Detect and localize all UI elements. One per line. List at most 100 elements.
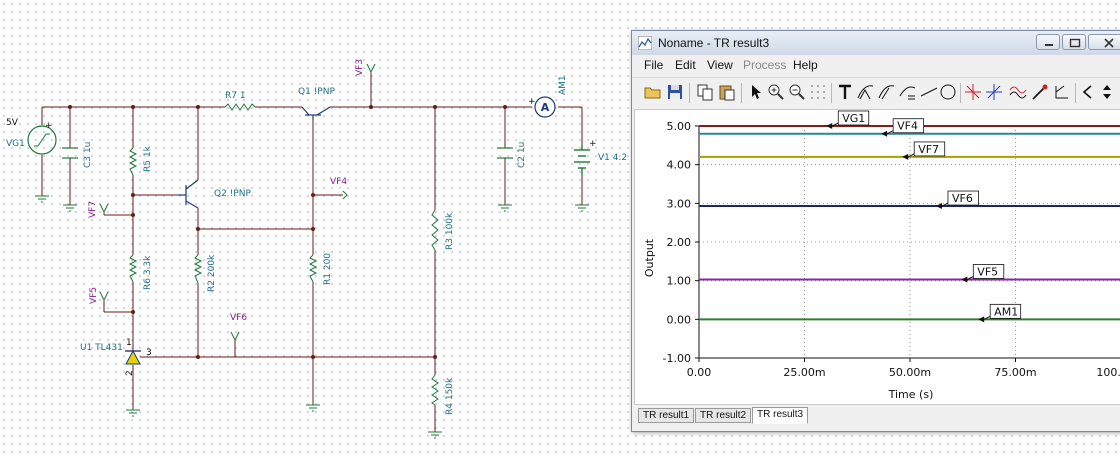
marker-icon [1032, 84, 1048, 100]
curve-tool-button[interactable] [856, 82, 876, 102]
tab-tr-result1[interactable]: TR result1 [638, 408, 695, 423]
paste-icon [719, 85, 735, 101]
tr-result-window[interactable]: Noname - TR result3 File Edit View Proce… [631, 30, 1120, 432]
zoom-in-button[interactable] [766, 82, 786, 102]
paste-button[interactable] [717, 82, 737, 102]
angle-button[interactable] [1052, 82, 1072, 102]
x-tick-label: 0.00 [687, 366, 712, 379]
curve-label-vf7[interactable]: VF7 [902, 141, 946, 160]
chart-grid [698, 125, 1120, 359]
curve-label-vf4[interactable]: VF4 [881, 118, 925, 137]
q1-label: Q1 !PNP [298, 87, 335, 97]
cursor-b-button[interactable] [984, 82, 1004, 102]
curve-label-am1[interactable]: AM1 [978, 303, 1022, 323]
line-tool-icon [920, 87, 938, 97]
toolbar-separator [1075, 83, 1076, 103]
y-tick-label: 2.00 [667, 236, 692, 249]
curve-label-text: VF5 [977, 266, 998, 279]
zoom-in-icon [768, 84, 784, 100]
pointer-icon [752, 85, 761, 99]
grid-button[interactable] [808, 82, 828, 102]
marker-button[interactable] [1030, 82, 1050, 102]
q2-label: Q2 !PNP [214, 189, 251, 199]
save-button[interactable] [665, 82, 685, 102]
minimize-button[interactable] [1036, 34, 1060, 50]
window-titlebar[interactable]: Noname - TR result3 [632, 31, 1120, 56]
curve-label-text: VF6 [952, 192, 973, 205]
c2-label: C2 1u [517, 142, 527, 168]
x-tick-label: 100.00m [1096, 366, 1120, 379]
am1-plus-sign: + [528, 97, 536, 107]
am1-label: AM1 [558, 75, 568, 95]
curve-tool-3-button[interactable] [898, 82, 918, 102]
v1-label: V1 4.2 [598, 153, 627, 163]
menu-edit[interactable]: Edit [675, 58, 696, 72]
x-tick-label: 75.00m [994, 366, 1036, 379]
u1-label: U1 TL431 [80, 343, 123, 353]
transistor-q1 [301, 106, 331, 120]
grid-icon [811, 85, 825, 99]
menu-process[interactable]: Process [743, 58, 787, 72]
copy-icon [697, 84, 713, 101]
curve-label-text: VG1 [842, 112, 865, 125]
y-tick-label: 1.00 [667, 275, 692, 288]
r5-resistor [128, 147, 138, 176]
vg1-plus-sign: + [45, 121, 53, 131]
menu-file[interactable]: File [644, 58, 664, 72]
waveform-button[interactable] [1008, 82, 1028, 102]
r2-resistor [193, 254, 203, 284]
zoom-out-button[interactable] [787, 82, 807, 102]
line-tool-button[interactable] [919, 82, 939, 102]
curve-label-text: VF7 [918, 143, 939, 156]
cursor-a-button[interactable] [963, 82, 983, 102]
nav-updown-button[interactable] [1097, 82, 1117, 102]
r1-resistor [308, 254, 318, 283]
close-button[interactable] [1088, 34, 1120, 50]
open-button[interactable] [643, 82, 663, 102]
toolbar-separator [689, 83, 690, 103]
r6-resistor [128, 254, 138, 283]
r1-label: R1 200 [323, 253, 333, 285]
v1-plus-sign: + [589, 139, 597, 149]
curve-label-text: VF4 [897, 120, 918, 133]
y-axis-title: Output [643, 238, 656, 277]
tab-tr-result3[interactable]: TR result3 [752, 407, 809, 424]
text-tool-button[interactable] [835, 82, 855, 102]
circle-tool-button[interactable] [938, 82, 958, 102]
cursor-a-icon [965, 84, 981, 100]
x-tick-label: 50.00m [889, 366, 931, 379]
curve-tool-2-button[interactable] [877, 82, 897, 102]
curve-label-vf5[interactable]: VF5 [961, 264, 1005, 283]
menu-view[interactable]: View [707, 58, 733, 72]
nav-left-button[interactable] [1078, 82, 1098, 102]
tab-tr-result2[interactable]: TR result2 [695, 408, 752, 423]
ground-symbols [35, 195, 589, 439]
junctions [68, 105, 507, 359]
vf4-label: VF4 [330, 177, 347, 187]
generator-vg1 [27, 125, 57, 155]
curve-label-vf6[interactable]: VF6 [935, 190, 979, 210]
vf5-label: VF5 [89, 287, 99, 304]
r5-label: R5 1k [143, 145, 153, 172]
toolbar [632, 77, 1120, 108]
curve-label-vg1[interactable]: VG1 [826, 110, 870, 129]
toolbar-separator [960, 83, 961, 103]
angle-icon [1055, 85, 1068, 99]
minimize-icon [1045, 44, 1053, 46]
wires [41, 72, 583, 432]
nav-left-icon [1082, 85, 1092, 99]
menu-help[interactable]: Help [793, 58, 818, 72]
zoom-out-icon [789, 84, 805, 100]
c3-label: C3 1u [83, 142, 93, 168]
copy-button[interactable] [695, 82, 715, 102]
maximize-button[interactable] [1062, 34, 1086, 50]
pointer-button[interactable] [745, 82, 765, 102]
toolbar-separator [741, 83, 742, 103]
transistor-q2 [178, 179, 199, 209]
window-title: Noname - TR result3 [658, 36, 770, 50]
y-tick-label: 0.00 [667, 313, 692, 326]
